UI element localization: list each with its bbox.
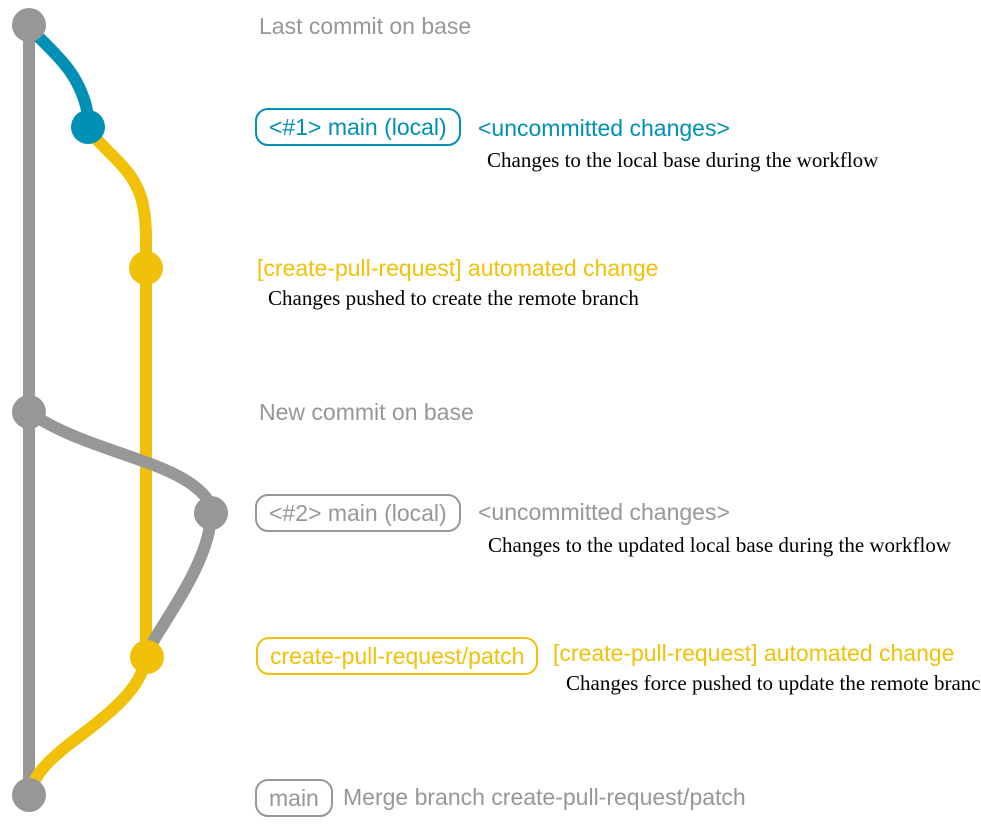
commit-dot-automated-change-1: [129, 251, 163, 285]
annotation-updated-local-base: Changes to the updated local base during…: [488, 533, 952, 557]
annotation-local-base: Changes to the local base during the wor…: [487, 148, 879, 172]
annotation-push-create: Changes pushed to create the remote bran…: [268, 286, 639, 310]
branch-line-rebase-to-patch: [142, 507, 217, 663]
commit-dot-merge: [12, 778, 46, 812]
branch-label-main-local-1: <#1> main (local): [255, 108, 461, 146]
branch-line-local-main-1: [23, 21, 94, 133]
commit-message-automated-2: [create-pull-request] automated change: [553, 640, 955, 666]
commit-dot-main-local-1: [71, 110, 105, 144]
commit-message-uncommitted-1: <uncommitted changes>: [478, 115, 730, 141]
commit-dot-automated-change-2: [130, 640, 164, 674]
branch-label-main-local-2: <#2> main (local): [255, 494, 461, 532]
commit-dot-new-base: [12, 395, 46, 429]
commit-message-last-base: Last commit on base: [259, 13, 472, 39]
branch-label-main: main: [255, 779, 333, 817]
branch-line-local-main-2: [23, 406, 217, 519]
annotation-force-push: Changes force pushed to update the remot…: [566, 671, 981, 695]
commit-message-automated-1: [create-pull-request] automated change: [257, 255, 659, 281]
commit-message-new-base: New commit on base: [259, 399, 474, 425]
commit-message-uncommitted-2: <uncommitted changes>: [478, 499, 730, 525]
commit-message-merge: Merge branch create-pull-request/patch: [343, 784, 746, 810]
commit-dot-last-base: [12, 8, 46, 42]
branch-label-patch: create-pull-request/patch: [256, 637, 539, 675]
commit-dot-main-local-2: [194, 496, 228, 530]
